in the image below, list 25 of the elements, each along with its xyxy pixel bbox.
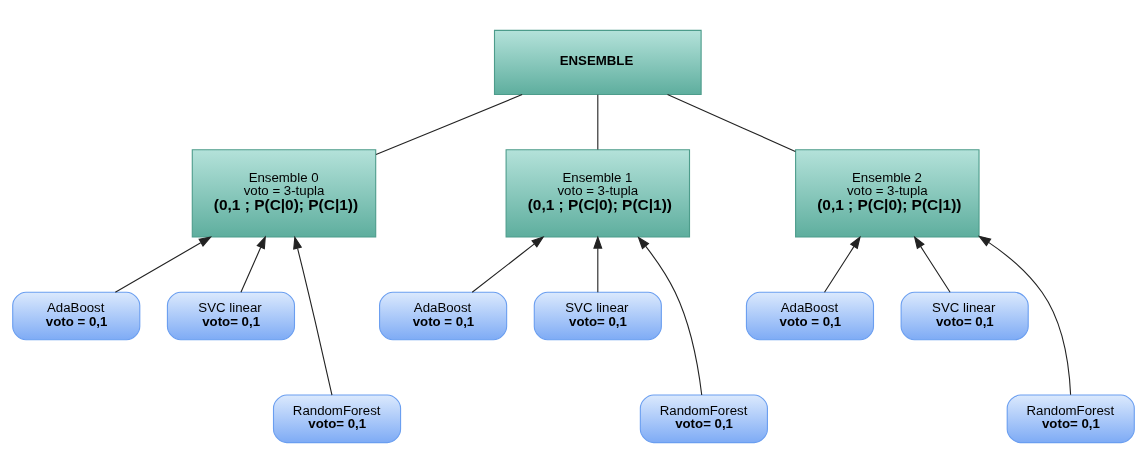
node-box: SVC linear voto= 0,1 (166, 291, 296, 340)
arrow (593, 234, 603, 293)
node-box: AdaBoost voto = 0,1 (745, 291, 875, 340)
node-box: AdaBoost voto = 0,1 (379, 291, 508, 340)
arrow (293, 235, 333, 396)
connector (375, 93, 523, 155)
connector (597, 93, 599, 150)
arrow (114, 235, 213, 293)
node-box: Ensemble 1 voto = 3-tupla (0,1 ; P(C|0); P(C|1)) (505, 148, 691, 238)
node-box: RandomForest voto= 0,1 (272, 394, 402, 443)
node-box: Ensemble 0 voto = 3-tupla (0,1 ; P(C|0); P(C|1)) (191, 148, 377, 238)
arrow (240, 235, 266, 293)
node-box: AdaBoost voto = 0,1 (12, 291, 141, 340)
arrow (637, 235, 703, 396)
arrow (471, 235, 545, 293)
arrow (823, 235, 861, 293)
arrow (913, 235, 951, 293)
node-box: SVC linear voto= 0,1 (900, 291, 1029, 340)
arrow (977, 234, 1072, 395)
connector (666, 93, 796, 152)
node-box: RandomForest voto= 0,1 (1006, 394, 1135, 443)
node-box: SVC linear voto= 0,1 (533, 291, 662, 340)
node-box: Ensemble 2 voto = 3-tupla (0,1 ; P(C|0); P(C|1)) (795, 148, 980, 238)
node-box: RandomForest voto= 0,1 (639, 394, 768, 443)
node-box: ENSEMBLE (493, 29, 702, 95)
